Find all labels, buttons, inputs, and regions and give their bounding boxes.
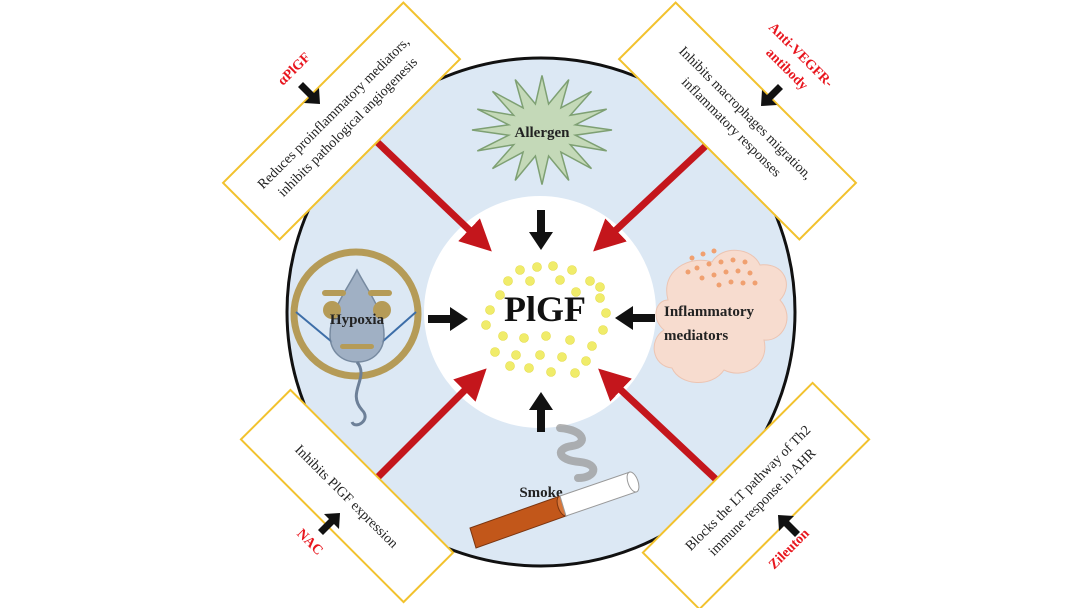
red-arrow-bottom-left <box>367 368 487 488</box>
drug-arrow-zileuton <box>778 515 800 537</box>
inflammatory-label-line2: mediators <box>664 328 728 344</box>
black-arrow-smoke <box>529 392 553 432</box>
inflammatory-label-line1: Inflammatory <box>664 304 754 320</box>
black-arrows <box>428 210 655 432</box>
black-arrow-hypoxia <box>428 307 468 331</box>
drug-label-aplgf: αPlGF <box>275 50 314 89</box>
inflammatory-mediators-icon: Inflammatory mediators <box>653 248 788 383</box>
plgf-label: PlGF <box>504 289 586 329</box>
drug-arrow-nac <box>318 513 340 535</box>
red-arrows <box>367 137 725 488</box>
cigarette-icon <box>469 471 640 549</box>
drug-arrow-anti-vegfr <box>761 84 783 106</box>
smoke-label: Smoke <box>519 485 563 501</box>
red-arrow-top-right <box>593 137 715 252</box>
red-arrow-bottom-right <box>598 368 725 488</box>
allergen-icon: Allergen <box>471 75 613 185</box>
smoke-icon: Smoke <box>519 424 598 501</box>
drug-arrow-aplgf <box>298 82 320 104</box>
hypoxia-label: Hypoxia <box>330 312 385 328</box>
black-arrow-inflammatory <box>615 306 655 330</box>
plgf-dots <box>481 261 611 378</box>
allergen-label: Allergen <box>515 125 571 141</box>
black-arrow-allergen <box>529 210 553 250</box>
red-arrow-top-left <box>372 137 492 252</box>
hypoxia-icon: Hypoxia <box>290 248 422 427</box>
